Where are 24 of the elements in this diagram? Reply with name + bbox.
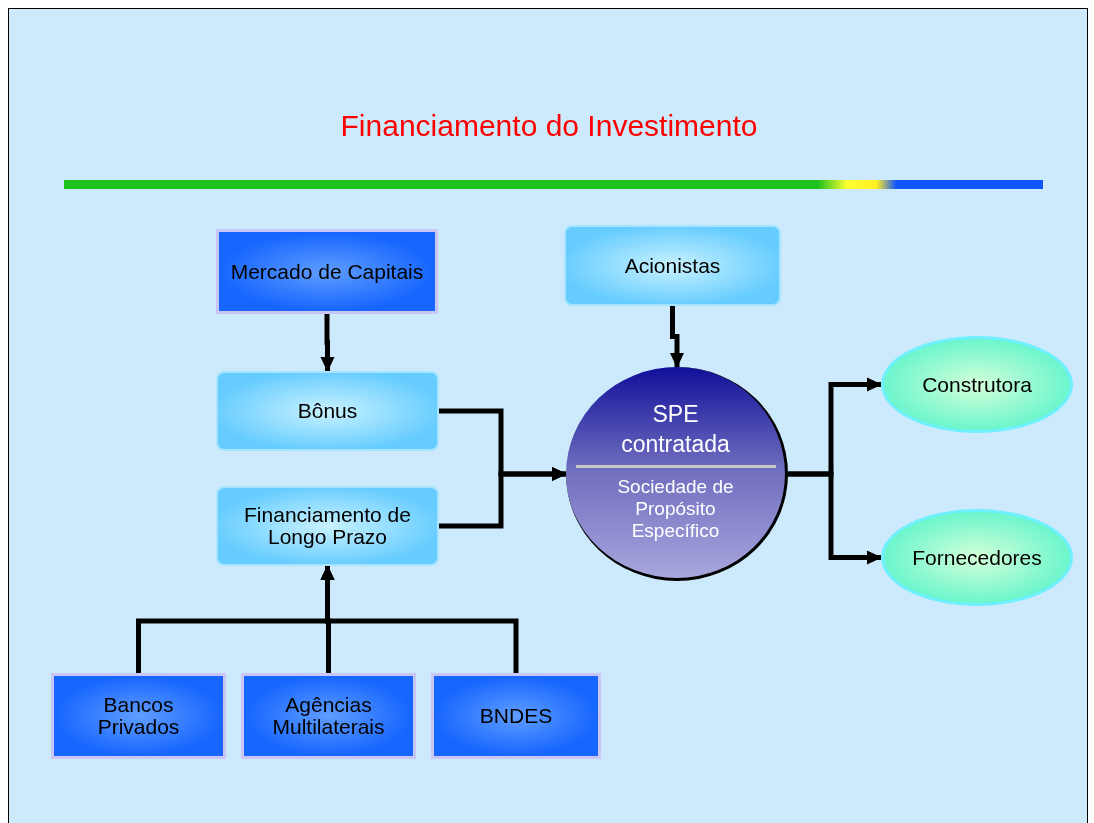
arrow <box>670 306 684 368</box>
node-label: Fornecedores <box>911 546 1043 569</box>
node-label: Construtora <box>921 373 1033 396</box>
node-heading: SPE contratada <box>620 400 731 459</box>
arrow <box>788 471 882 565</box>
arrow <box>320 565 519 673</box>
process-box <box>216 229 438 314</box>
process-box <box>241 673 416 759</box>
process-box <box>216 486 439 566</box>
process-box <box>431 673 601 759</box>
node-label: Financiamento de Longo Prazo <box>243 504 412 548</box>
process-box <box>564 225 781 306</box>
node-label: Acionistas <box>623 254 722 277</box>
process-box <box>51 673 226 759</box>
node-subtitle: Sociedade de Propósito Específico <box>616 476 735 542</box>
process-box <box>216 371 439 451</box>
node-label: Agências Multilaterais <box>271 694 386 738</box>
arrow <box>320 314 335 372</box>
node-label: Bancos Privados <box>96 694 181 738</box>
arrow <box>439 467 567 529</box>
node-label: BNDES <box>478 705 554 727</box>
node-label: Mercado de Capitais <box>229 260 425 283</box>
node-label: Bônus <box>296 400 359 422</box>
title: Financiamento do Investimento <box>339 109 759 143</box>
